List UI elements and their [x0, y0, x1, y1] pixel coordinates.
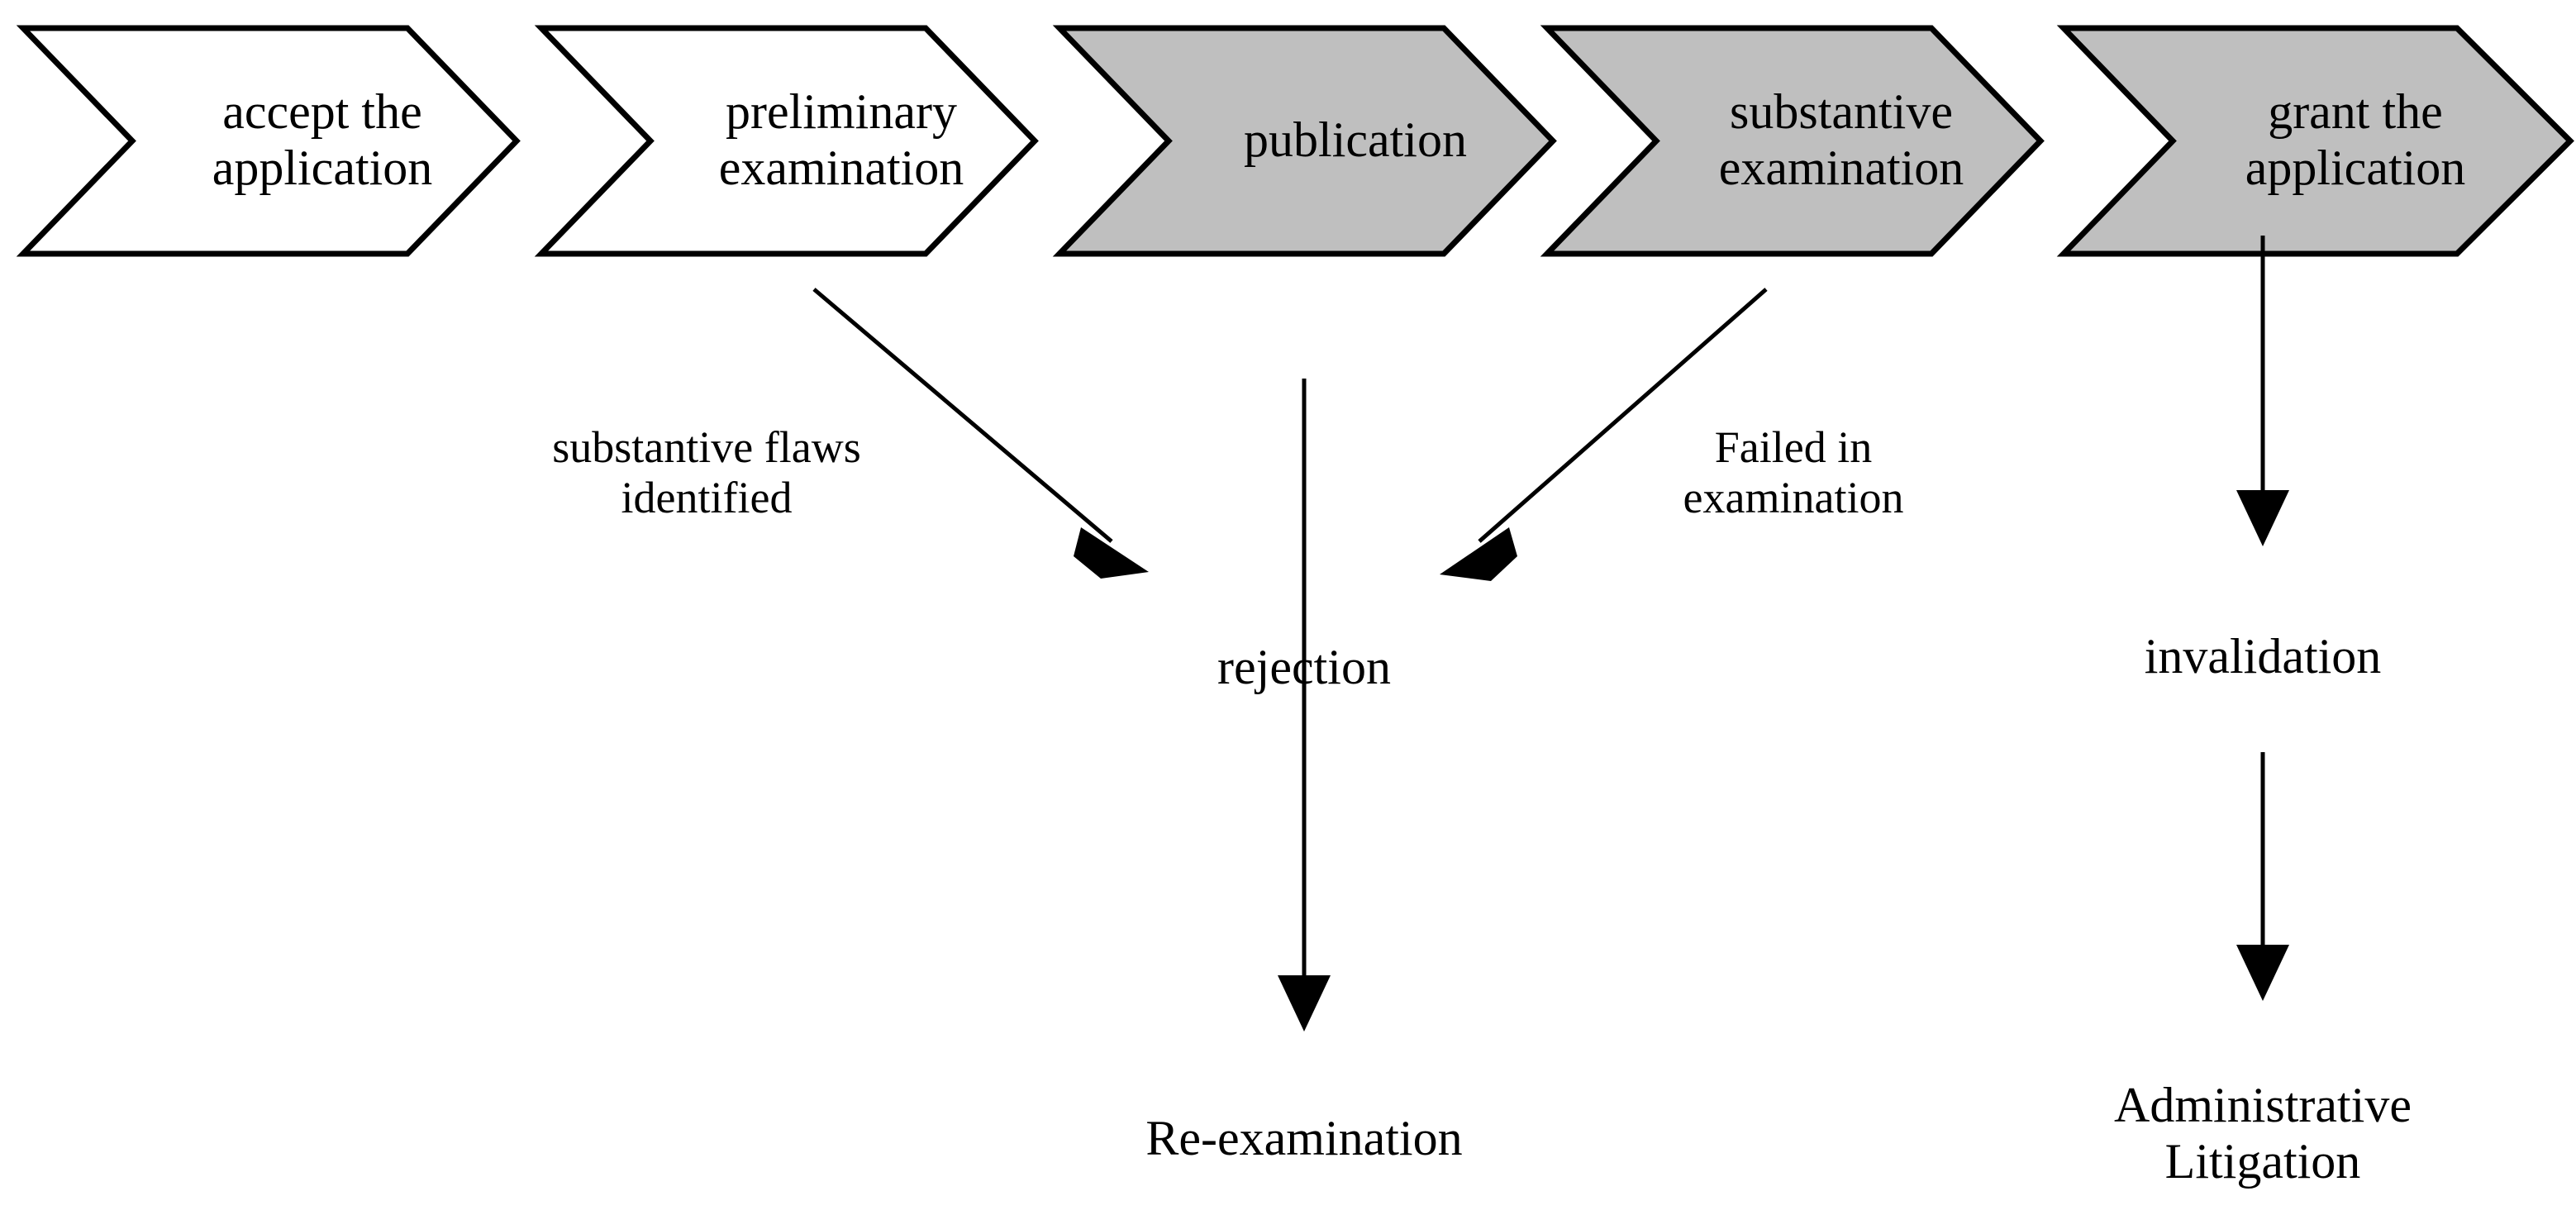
outcome-label-invalidation: invalidation — [2144, 629, 2382, 684]
stage-label-preliminary: preliminary examination — [718, 84, 964, 195]
stage-shape-preliminary[interactable] — [534, 25, 1039, 257]
stage-label-accept: accept the application — [212, 84, 433, 195]
stage-label-grant: grant the application — [2245, 84, 2466, 195]
connector-preliminary-to-rejection — [812, 288, 1149, 579]
outcome-label-administrative-litigation: Administrative Litigation — [2114, 1078, 2412, 1189]
stage-shape-substantive[interactable] — [1540, 25, 2045, 257]
connector-substantive-to-rejection — [1440, 288, 1768, 581]
connector-grant-to-invalidation — [2236, 236, 2289, 546]
outcome-label-re-examination: Re-examination — [1145, 1111, 1463, 1166]
edge-label-failed-in-examination: Failed in examination — [1683, 422, 1904, 522]
stage-label-publication: publication — [1244, 112, 1467, 168]
stage-shape-publication[interactable] — [1052, 25, 1557, 257]
connector-invalidation-to-administrative-litigation — [2236, 752, 2289, 1001]
outcome-label-rejection: rejection — [1217, 640, 1391, 695]
stage-shape-accept[interactable] — [16, 25, 521, 257]
edge-label-substantive-flaws: substantive flaws identified — [552, 422, 861, 522]
connector-rejection-to-reexamination — [1278, 379, 1331, 1032]
stage-label-substantive: substantive examination — [1718, 84, 1964, 195]
stage-shape-grant[interactable] — [2056, 25, 2574, 257]
